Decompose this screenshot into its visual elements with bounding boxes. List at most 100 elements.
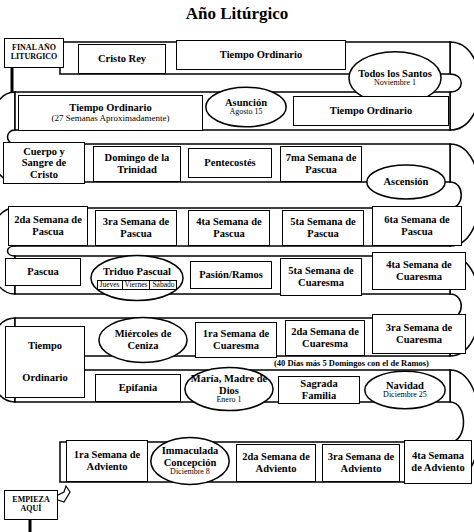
season-box: 4ta Semana de Cuaresma — [372, 252, 466, 290]
node-content: Ascensión — [381, 175, 432, 189]
node-text: Tiempo Ordinario — [330, 105, 412, 117]
season-box: 4ta Semana de Pascua — [188, 210, 270, 246]
season-box: Cuerpo y Sangre de Cristo — [3, 142, 85, 184]
node-text: 3ra Semana de Adviento — [326, 451, 396, 474]
ribbon-curl — [450, 42, 474, 130]
season-box: Sagrada Familia — [278, 376, 360, 404]
node-content: Pentecostés — [201, 156, 258, 170]
node-content: Cristo Rey — [95, 52, 149, 66]
node-content: EMPIEZA AQUÍ — [5, 495, 57, 515]
season-box: Tiempo Ordinario — [176, 40, 346, 70]
node-content: 2da Semana de Adviento — [237, 450, 315, 475]
day-cell: Jueves — [98, 281, 122, 289]
node-text: Immaculada Concepción — [153, 445, 227, 468]
node-text: Domingo de la Trinidad — [97, 152, 177, 175]
node-text: Cuerpo y Sangre de Cristo — [7, 146, 81, 181]
oval-shape — [367, 165, 445, 199]
date-text: Diciembre 8 — [170, 468, 210, 477]
node-content: 3ra Semana de Cuaresma — [373, 321, 465, 346]
date-text: Agosto 15 — [229, 108, 262, 117]
diagram-title: Año Litúrgico — [0, 4, 474, 24]
season-box: 5ta Semana de Cuaresma — [280, 258, 362, 296]
season-box: Epifania — [95, 374, 181, 402]
date-text: Diciembre 25 — [383, 391, 427, 400]
node-content: Tiempo Ordinario(27 Semanas Aproximadame… — [49, 101, 173, 124]
season-box: 6ta Semana de Pascua — [372, 206, 462, 246]
node-text: 1ra Semana de Cuaresma — [199, 328, 273, 351]
node-content: 4ta Semana de Cuaresma — [373, 258, 465, 283]
node-text: 3ra Semana de Pascua — [99, 216, 173, 239]
node-content: Tiempo Ordinario — [217, 48, 305, 62]
season-box: Pasión/Ramos — [190, 261, 272, 289]
node-content: 2da Semana de Cuaresma — [286, 325, 364, 350]
oval-shape — [365, 371, 445, 409]
date-text: Noviembre 1 — [374, 79, 416, 88]
node-content: 4ta Semana de Adviento — [405, 449, 471, 474]
feast-oval: María, Madre de DiosEnero 1 — [184, 366, 274, 412]
node-text: Ascensión — [384, 176, 429, 188]
node-text: María, Madre de Dios — [187, 373, 271, 396]
season-box: 1ra Semana de Adviento — [66, 440, 148, 482]
node-text: Epifania — [119, 382, 158, 394]
node-text: 2da Semana de Adviento — [240, 451, 312, 474]
note-label: (40 Días más 5 Domingos con el de Ramos) — [274, 358, 429, 368]
day-cells: JuevesViernesSábado — [97, 280, 178, 290]
season-box: Tiempo Ordinario — [5, 326, 85, 398]
node-content: 5ta Semana de Cuaresma — [281, 264, 361, 289]
oval-shape — [185, 367, 273, 410]
season-box: 3ra Semana de Cuaresma — [372, 314, 466, 354]
start-sign: EMPIEZA AQUÍ — [4, 490, 58, 520]
date-text: Enero 1 — [216, 396, 241, 405]
season-box: 2da Semana de Cuaresma — [285, 320, 365, 356]
node-content: 4ta Semana de Pascua — [189, 215, 269, 240]
node-content: 1ra Semana de Adviento — [67, 448, 147, 473]
feast-oval: Ascensión — [366, 164, 446, 200]
node-content: 1ra Semana de Cuaresma — [196, 327, 276, 352]
season-box: Cristo Rey — [78, 44, 166, 74]
sign-post — [11, 68, 14, 92]
season-box: Domingo de la Trinidad — [93, 146, 181, 182]
node-text: FINAL AÑO LITURGICO — [8, 44, 60, 62]
node-text: Asunción — [225, 97, 267, 109]
node-content: Tiempo Ordinario — [327, 104, 415, 118]
node-text: Cristo Rey — [98, 53, 146, 65]
node-text: 5ta Semana de Cuaresma — [284, 265, 358, 288]
oval-outline — [90, 254, 184, 302]
node-content: Domingo de la Trinidad — [94, 151, 180, 176]
node-content: Tiempo Ordinario — [14, 329, 76, 395]
feast-oval: Miércoles de Ceniza — [98, 316, 188, 364]
season-box: 5ta Semana de Pascua — [282, 210, 364, 246]
node-content: 3ra Semana de Pascua — [96, 215, 176, 240]
season-box: 3ra Semana de Pascua — [95, 210, 177, 246]
feast-oval: AsunciónAgosto 15 — [205, 86, 287, 128]
node-text: 2da Semana de Pascua — [12, 214, 84, 237]
node-text: 4ta Semana de Pascua — [192, 216, 266, 239]
node-content: Todos los SantosNoviembre 1 — [355, 67, 435, 89]
node-content: FINAL AÑO LITURGICO — [5, 43, 63, 63]
node-text: Sagrada Familia — [282, 378, 356, 401]
day-cell: Viernes — [122, 281, 150, 289]
node-text: 5ta Semana de Pascua — [286, 216, 360, 239]
node-content: 2da Semana de Pascua — [9, 213, 87, 238]
feast-oval: Triduo PascualJuevesViernesSábado — [90, 254, 184, 302]
node-content: 7ma Semana de Pascua — [281, 151, 361, 176]
node-text: Tiempo Ordinario — [69, 102, 151, 114]
node-text: 2da Semana de Cuaresma — [289, 326, 361, 349]
node-content: Immaculada ConcepciónDiciembre 8 — [150, 444, 230, 478]
season-box: Tiempo Ordinario(27 Semanas Aproximadame… — [18, 95, 203, 131]
node-text: 1ra Semana de Adviento — [70, 449, 144, 472]
node-text: Tiempo Ordinario — [17, 330, 73, 394]
season-box: 3ra Semana de Adviento — [322, 444, 400, 482]
season-box: 4ta Semana de Adviento — [404, 440, 472, 484]
node-text: 4ta Semana de Adviento — [408, 450, 468, 473]
node-content: 6ta Semana de Pascua — [373, 213, 461, 238]
season-box: Pentecostés — [188, 148, 272, 178]
season-box: Tiempo Ordinario — [293, 96, 449, 126]
node-content: Triduo PascualJuevesViernesSábado — [94, 265, 181, 291]
node-text: EMPIEZA AQUÍ — [8, 496, 54, 514]
oval-shape — [91, 255, 183, 300]
node-text: 4ta Semana de Cuaresma — [376, 259, 462, 282]
node-text: 3ra Semana de Cuaresma — [376, 322, 462, 345]
season-box: 7ma Semana de Pascua — [280, 146, 362, 182]
